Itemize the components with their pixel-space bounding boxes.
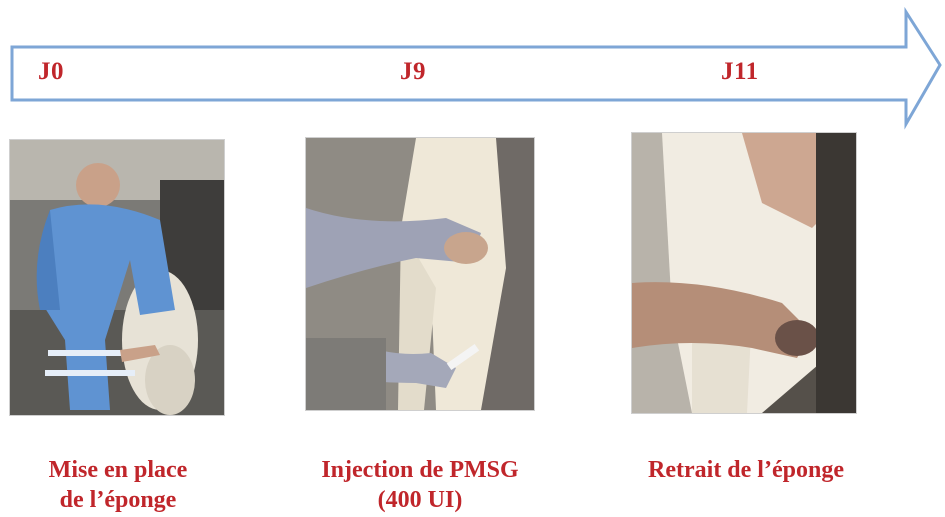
caption-j11-line-1: Retrait de l’éponge: [616, 455, 876, 485]
photo-pmsg-injection: [306, 138, 534, 410]
caption-j0-line-2: de l’éponge: [0, 485, 236, 515]
caption-j9-line-1: Injection de PMSG: [294, 455, 546, 485]
photo-sponge-removal: [632, 133, 856, 413]
photo-sponge-insertion: [10, 140, 224, 415]
caption-j11: Retrait de l’éponge: [616, 455, 876, 485]
day-label-j9: J9: [400, 57, 426, 87]
day-label-j0: J0: [38, 57, 64, 87]
timeline-arrow: [0, 0, 945, 140]
caption-j9-line-2: (400 UI): [294, 485, 546, 515]
day-label-j11: J11: [721, 57, 759, 87]
caption-j0-line-1: Mise en place: [0, 455, 236, 485]
caption-j0: Mise en place de l’éponge: [0, 455, 236, 515]
caption-j9: Injection de PMSG (400 UI): [294, 455, 546, 515]
